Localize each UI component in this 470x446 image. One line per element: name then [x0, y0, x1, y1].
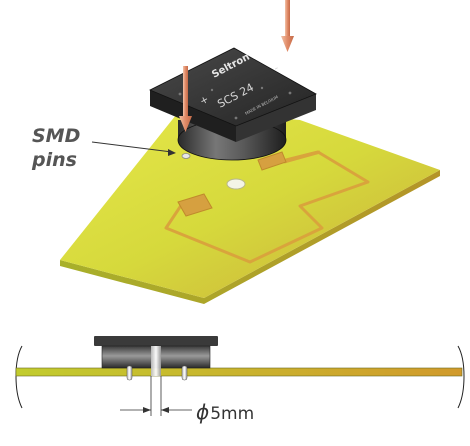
sensor-polarity-minus: - [271, 61, 281, 74]
smd-pins-label-line2: pins [32, 149, 77, 171]
hole-diameter-label: ϕ5mm [196, 400, 254, 424]
diameter-value: 5mm [210, 404, 255, 424]
cross-section [15, 336, 465, 416]
force-arrow-right [281, 0, 294, 52]
sensor-3d [149, 47, 317, 161]
smd-pins-label-line1: SMD [32, 125, 81, 147]
callout-leader [91, 141, 176, 156]
smd-pins-label: SMD pins [32, 124, 80, 172]
copper-trace [164, 150, 370, 264]
smd-pin [181, 153, 191, 159]
force-arrow-left [179, 66, 192, 132]
pcb-hole [226, 178, 246, 190]
copper-pad [177, 151, 287, 217]
diameter-symbol: ϕ [196, 400, 210, 424]
pcb-board-3d [60, 110, 440, 304]
